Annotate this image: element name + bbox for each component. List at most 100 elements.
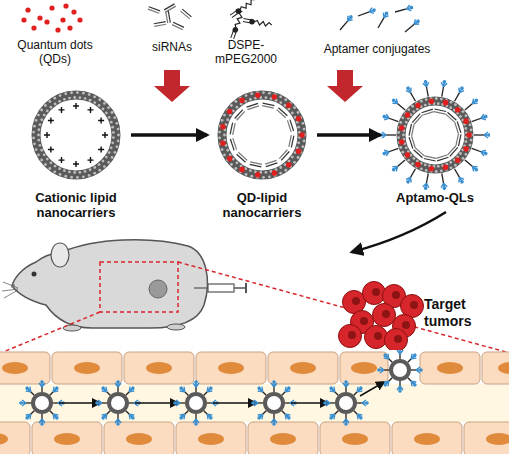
aptamer-stem <box>411 93 416 102</box>
aptamer-bead <box>323 401 327 405</box>
aptamer-head <box>257 386 265 394</box>
peg-chain <box>239 0 256 12</box>
sirna-strand <box>291 136 293 148</box>
lipid-head <box>297 156 300 159</box>
aptamer-stem <box>442 87 444 97</box>
aptamer-symbol <box>100 409 113 422</box>
lipid-head <box>245 173 248 176</box>
peg-chain <box>254 20 272 27</box>
aptamer-bead <box>383 382 388 387</box>
aptamer-symbol <box>115 380 121 392</box>
sirna-symbol <box>230 123 235 135</box>
zoom-line <box>3 312 100 352</box>
lipid-head <box>262 91 265 94</box>
lipid-head <box>33 125 36 128</box>
lipid-head <box>46 109 49 112</box>
lipid-head <box>218 137 221 140</box>
aptamer-bead <box>377 368 381 372</box>
sirna-symbol <box>289 135 294 147</box>
aptamer-stem <box>472 148 481 151</box>
aptamer-bead <box>344 380 348 384</box>
cell-nucleus <box>486 433 509 445</box>
aptamer-head <box>127 412 135 420</box>
aptamer-head <box>392 98 400 106</box>
quantum-dot <box>415 162 421 168</box>
aptamer-stem <box>282 392 286 396</box>
aptamer-bead <box>382 114 387 119</box>
lipid-head <box>435 170 438 173</box>
aptamer-stem <box>126 392 130 396</box>
mouse-whiskers <box>2 282 18 298</box>
lipid-head <box>397 136 400 139</box>
lipid-head <box>297 141 300 144</box>
aptamer-symbol <box>178 385 191 398</box>
sirna-strand <box>456 134 458 146</box>
aptamer-head <box>355 412 363 420</box>
aptamer-stem <box>386 134 396 135</box>
lipid-head <box>249 169 252 172</box>
lipid-head <box>265 171 268 174</box>
lipid-bilayer <box>401 101 469 169</box>
mouse-tumor <box>149 280 167 298</box>
aptamer-symbol <box>380 132 396 138</box>
aptamer-bead <box>398 389 402 393</box>
sirna-symbol <box>436 155 448 161</box>
lipid-head <box>107 161 110 164</box>
lipid-head <box>399 146 402 149</box>
lipid-head <box>284 169 287 172</box>
quantum-dot <box>31 25 36 30</box>
aptamer-stem <box>26 402 31 403</box>
lipid-head <box>440 170 443 173</box>
aptamer-head <box>355 386 363 394</box>
quantum-dot <box>399 125 405 131</box>
sirna-symbol <box>154 22 166 27</box>
aptamer-symbol <box>48 385 61 398</box>
lipid-head <box>76 91 79 94</box>
zoom-line <box>178 262 506 352</box>
tumor-cell <box>365 326 388 349</box>
endothelial-cell <box>0 352 50 384</box>
aptamer-stem <box>411 369 416 370</box>
sirna-symbol <box>412 114 422 125</box>
lipid-tail <box>243 22 250 23</box>
lipid-head <box>117 134 120 137</box>
aptamer-symbol <box>193 414 199 426</box>
lipid-head <box>37 128 40 131</box>
aptamer-stem <box>397 160 405 166</box>
positive-charge <box>88 157 94 163</box>
aptamer-symbol <box>193 380 199 392</box>
tumor-nucleus <box>382 310 390 318</box>
mouse-body <box>12 240 207 328</box>
aptamer-bead <box>208 386 213 391</box>
lipid-head <box>82 92 85 95</box>
sirna-symbol <box>414 148 425 158</box>
aptamer-stem <box>465 160 473 166</box>
aptamer-bead <box>358 386 363 391</box>
aptamer-bead <box>483 114 488 119</box>
sirna-strand <box>168 11 170 23</box>
lipid-head <box>437 102 440 105</box>
lipid-head <box>462 110 465 113</box>
lipid-head <box>115 122 118 125</box>
aptamer-stem <box>207 402 212 403</box>
endothelial-cell <box>104 422 174 454</box>
aptamer-stem <box>195 414 196 419</box>
aptamer-symbol <box>271 380 277 392</box>
aptamer-symbol <box>452 85 466 103</box>
lipid-head <box>226 118 229 121</box>
lipid-head <box>293 106 296 109</box>
aptamer-symbol <box>406 352 419 365</box>
quantum-dot <box>296 116 302 122</box>
cell-nucleus <box>414 433 440 445</box>
lipid-bilayer <box>222 95 302 175</box>
aptamer-symbol <box>474 132 490 138</box>
lipid-head <box>284 98 287 101</box>
sirna-strand <box>277 110 286 118</box>
quantum-dot <box>455 107 461 113</box>
aptamer-symbol <box>343 380 349 392</box>
aptamer-symbol <box>328 409 341 422</box>
ingredient-label: Aptamer conjugates <box>318 42 436 56</box>
lipid-head <box>245 94 248 97</box>
aptamer-stem <box>408 378 412 382</box>
positive-charge <box>48 147 54 153</box>
